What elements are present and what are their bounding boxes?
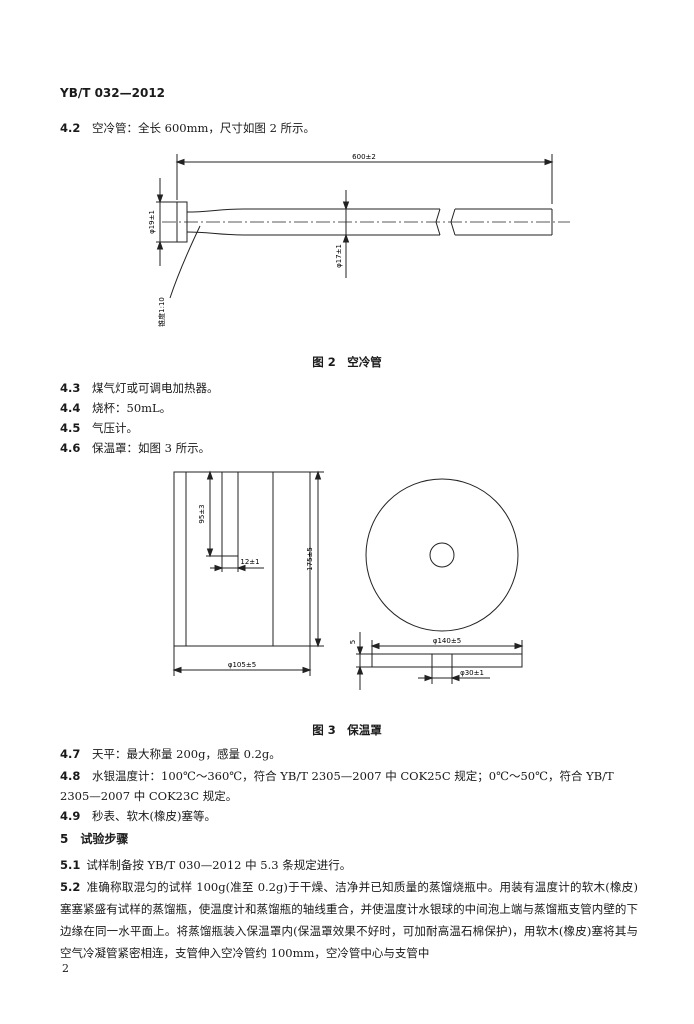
item-number: 4.5 (60, 421, 81, 435)
item-text: 2305—2007 中 COK23C 规定。 (60, 789, 238, 803)
paragraph-5-1: 5.1 试样制备按 YB/T 030—2012 中 5.3 条规定进行。 (60, 854, 638, 876)
tube-lower-edge (186, 231, 440, 236)
section-5-heading: 5 试验步骤 (60, 832, 129, 846)
item-number: 4.2 (60, 121, 81, 135)
head-diameter-label: φ19±1 (148, 210, 156, 234)
insulation-cover-figure: 95±3 12±1 175±5 φ105±5 φ140±5 5 φ30±1 (172, 470, 524, 690)
cover-disk-circle (365, 478, 519, 632)
item-text: 秒表、软木(橡皮)塞等。 (92, 809, 216, 823)
item-number: 4.4 (60, 401, 81, 415)
tube-diameter-label: φ17±1 (335, 244, 343, 268)
item-text: 空冷管：全长 600mm，尺寸如图 2 所示。 (92, 121, 316, 135)
item-text: 保温罩：如图 3 所示。 (92, 441, 211, 455)
item-4-8-continued: 2305—2007 中 COK23C 规定。 (60, 788, 237, 804)
cover-disk-section (371, 653, 523, 668)
item-number: 4.7 (60, 747, 81, 761)
item-text: 烧杯：50mL。 (92, 401, 172, 415)
item-number: 4.8 (60, 769, 81, 783)
item-4-3: 4.3 煤气灯或可调电加热器。 (60, 380, 219, 396)
item-text: 水银温度计：100℃～360℃，符合 YB/T 2305—2007 中 COK2… (92, 769, 614, 783)
paragraph-number: 5.2 (60, 880, 81, 894)
standard-header: YB/T 032—2012 (60, 86, 166, 100)
air-cooling-tube-figure: 600±2 φ19±1 φ17±1 锥度1:10 (148, 153, 570, 327)
slot-height-label: 95±3 (198, 504, 206, 523)
length-dimension-label: 600±2 (352, 153, 376, 161)
page-number: 2 (62, 962, 69, 975)
item-4-9: 4.9 秒表、软木(橡皮)塞等。 (60, 808, 216, 824)
figure-3-caption: 图 3 保温罩 (312, 723, 382, 737)
paragraph-text: 试样制备按 YB/T 030—2012 中 5.3 条规定进行。 (86, 858, 352, 872)
thickness-label: 5 (349, 640, 357, 644)
item-4-2: 4.2 空冷管：全长 600mm，尺寸如图 2 所示。 (60, 120, 315, 136)
item-4-5: 4.5 气压计。 (60, 420, 138, 436)
item-4-4: 4.4 烧杯：50mL。 (60, 400, 171, 416)
paragraph-number: 5.1 (60, 858, 81, 872)
item-number: 4.6 (60, 441, 81, 455)
hole-diameter-label: φ30±1 (460, 669, 484, 677)
item-text: 气压计。 (92, 421, 138, 435)
taper-leader-line (169, 225, 201, 299)
cover-side-view (173, 471, 311, 647)
item-number: 4.3 (60, 381, 81, 395)
slot-width-label: 12±1 (240, 558, 259, 566)
outer-diameter-label: φ105±5 (228, 661, 256, 669)
item-4-7: 4.7 天平：最大称量 200g，感量 0.2g。 (60, 746, 281, 762)
item-4-8: 4.8 水银温度计：100℃～360℃，符合 YB/T 2305—2007 中 C… (60, 768, 614, 784)
centre-hole-circle (429, 542, 455, 568)
tube-upper-edge (186, 208, 440, 213)
item-text: 煤气灯或可调电加热器。 (92, 381, 219, 395)
item-number: 4.9 (60, 809, 81, 823)
item-text: 天平：最大称量 200g，感量 0.2g。 (92, 747, 281, 761)
taper-label: 锥度1:10 (157, 297, 166, 327)
disk-diameter-label: φ140±5 (433, 637, 461, 645)
height-label: 175±5 (306, 547, 314, 571)
paragraph-text: 准确称取混匀的试样 100g(准至 0.2g)于干燥、洁净并已知质量的蒸馏烧瓶中… (60, 880, 638, 960)
item-4-6: 4.6 保温罩：如图 3 所示。 (60, 440, 210, 456)
figure-2-caption: 图 2 空冷管 (312, 355, 382, 369)
